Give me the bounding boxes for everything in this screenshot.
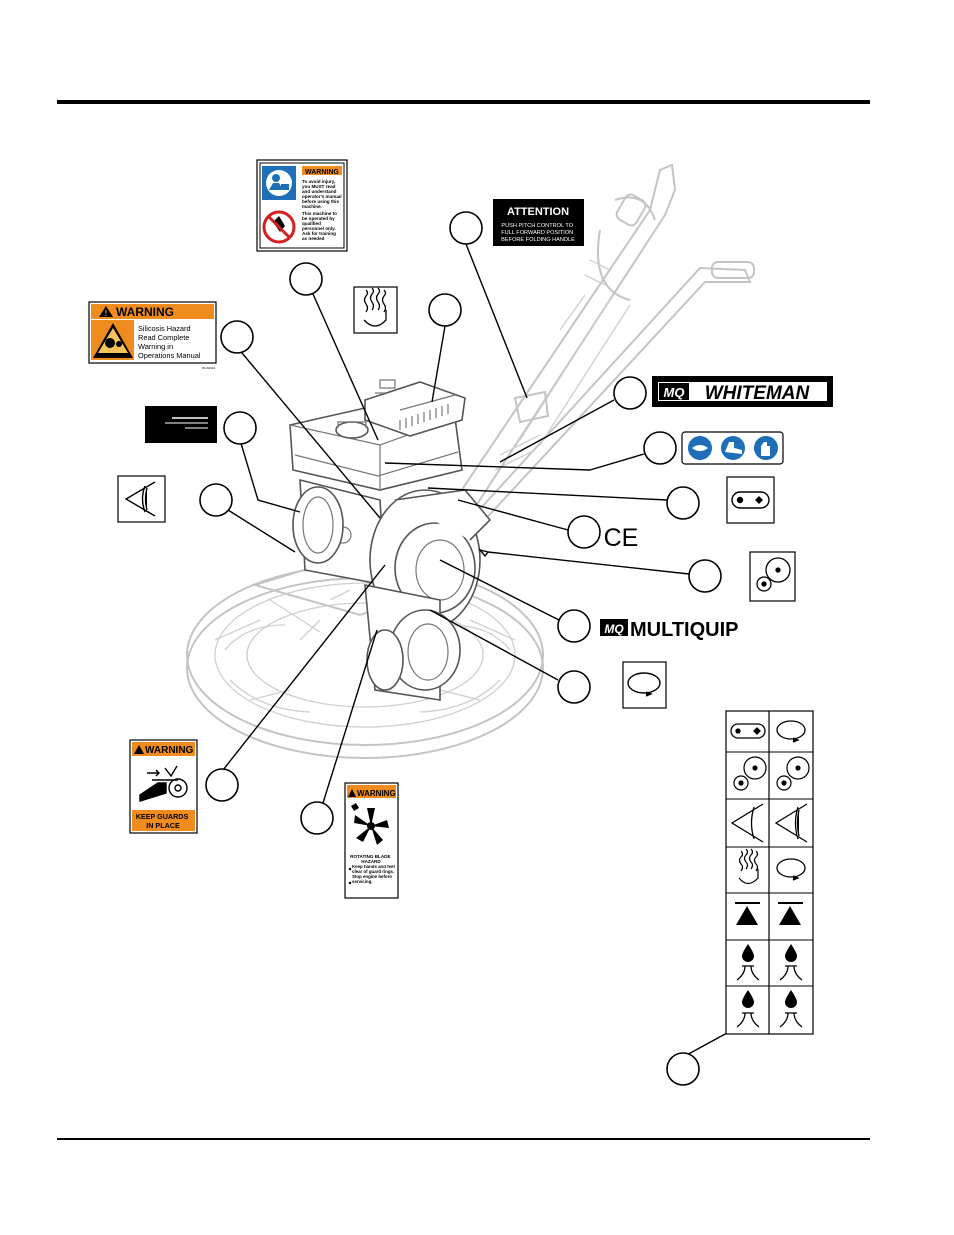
operator-manual-text: To avoid injury, you MUST read and under…: [302, 179, 343, 241]
svg-text:!: !: [105, 309, 108, 318]
oil-drop-icon: [736, 944, 760, 981]
multiquip-logo-decal: MQ MULTIQUIP: [600, 619, 739, 641]
heat-icon: [363, 287, 387, 327]
rotating-blade-title: ROTATING BLADE HAZARD: [350, 854, 392, 864]
attention-title: ATTENTION: [507, 206, 569, 218]
pinch-point-decal: [117, 475, 166, 523]
silicosis-header: WARNING: [116, 305, 174, 319]
belt-drive-icon: [731, 491, 770, 509]
ce-mark: CE: [604, 524, 639, 552]
leader-lines: [222, 243, 728, 1058]
gear-decal: [749, 551, 796, 602]
belt-drive-decal: [726, 476, 775, 524]
rotating-blade-header: WARNING: [357, 789, 396, 798]
gear-pair-icon: [776, 756, 810, 791]
whiteman-mark: MQ: [664, 385, 685, 400]
keep-guards-header: WARNING: [145, 745, 194, 756]
silicosis-warning-decal: ! WARNING Silicosis Hazard Read Complete…: [88, 301, 217, 370]
gear-pair-icon: [756, 557, 791, 592]
hand-pinch-icon: [730, 803, 764, 843]
oil-drop-icon: [736, 990, 760, 1028]
lift-point-icon: [735, 902, 760, 925]
operator-manual-warning-decal: WARNING To avoid injury, you MUST read a…: [256, 159, 348, 252]
rotating-blade-bullet-2: Stop engine before servicing.: [352, 874, 392, 884]
top-rule: [57, 100, 870, 104]
symbol-grid-decal: [725, 710, 814, 1035]
hot-surface-decal: [353, 286, 398, 334]
hand-pinch-icon: [774, 803, 808, 843]
rotation-icon: [776, 858, 806, 881]
ppe-decal: [681, 431, 784, 465]
bottom-rule: [57, 1138, 870, 1140]
whiteman-text: WHITEMAN: [705, 383, 811, 404]
attention-text: PUSH PITCH CONTROL TO FULL FORWARD POSIT…: [501, 223, 575, 243]
keep-guards-decal: WARNING KEEP GUARDS IN PLACE: [129, 739, 198, 834]
lift-point-icon: [778, 902, 803, 925]
hand-in-belt-icon: [139, 765, 188, 802]
rotating-blade-decal: WARNING ROTATING BLADE HAZARD Keep hands…: [344, 782, 399, 899]
rotation-icon: [776, 720, 806, 743]
rotating-blade-icon: [351, 803, 389, 845]
multiquip-text: MULTIQUIP: [630, 619, 739, 641]
rotating-blade-bullet-1: Keep hands and feet clear of guard rings…: [352, 865, 395, 874]
heat-icon: [738, 848, 759, 885]
silicosis-code: PA-60024: [202, 366, 215, 370]
attention-decal: ATTENTION PUSH PITCH CONTROL TO FULL FOR…: [493, 199, 584, 246]
whiteman-logo-decal: MQ WHITEMAN: [652, 376, 833, 407]
keep-guards-footer: KEEP GUARDS IN PLACE: [136, 812, 191, 830]
rotation-decal: [622, 661, 667, 709]
black-info-plate: [145, 406, 217, 443]
oil-drop-icon: [779, 990, 803, 1028]
hand-pinch-icon: [124, 481, 156, 517]
callout-circles: [199, 211, 722, 1086]
gear-pair-icon: [733, 756, 767, 791]
rotation-icon: [627, 672, 661, 697]
oil-drop-icon: [779, 944, 803, 981]
operator-manual-header: WARNING: [305, 169, 339, 176]
belt-drive-icon: [730, 723, 766, 739]
silicosis-text: Silicosis Hazard Read Complete Warning i…: [138, 324, 201, 360]
multiquip-mark: MQ: [604, 622, 624, 636]
